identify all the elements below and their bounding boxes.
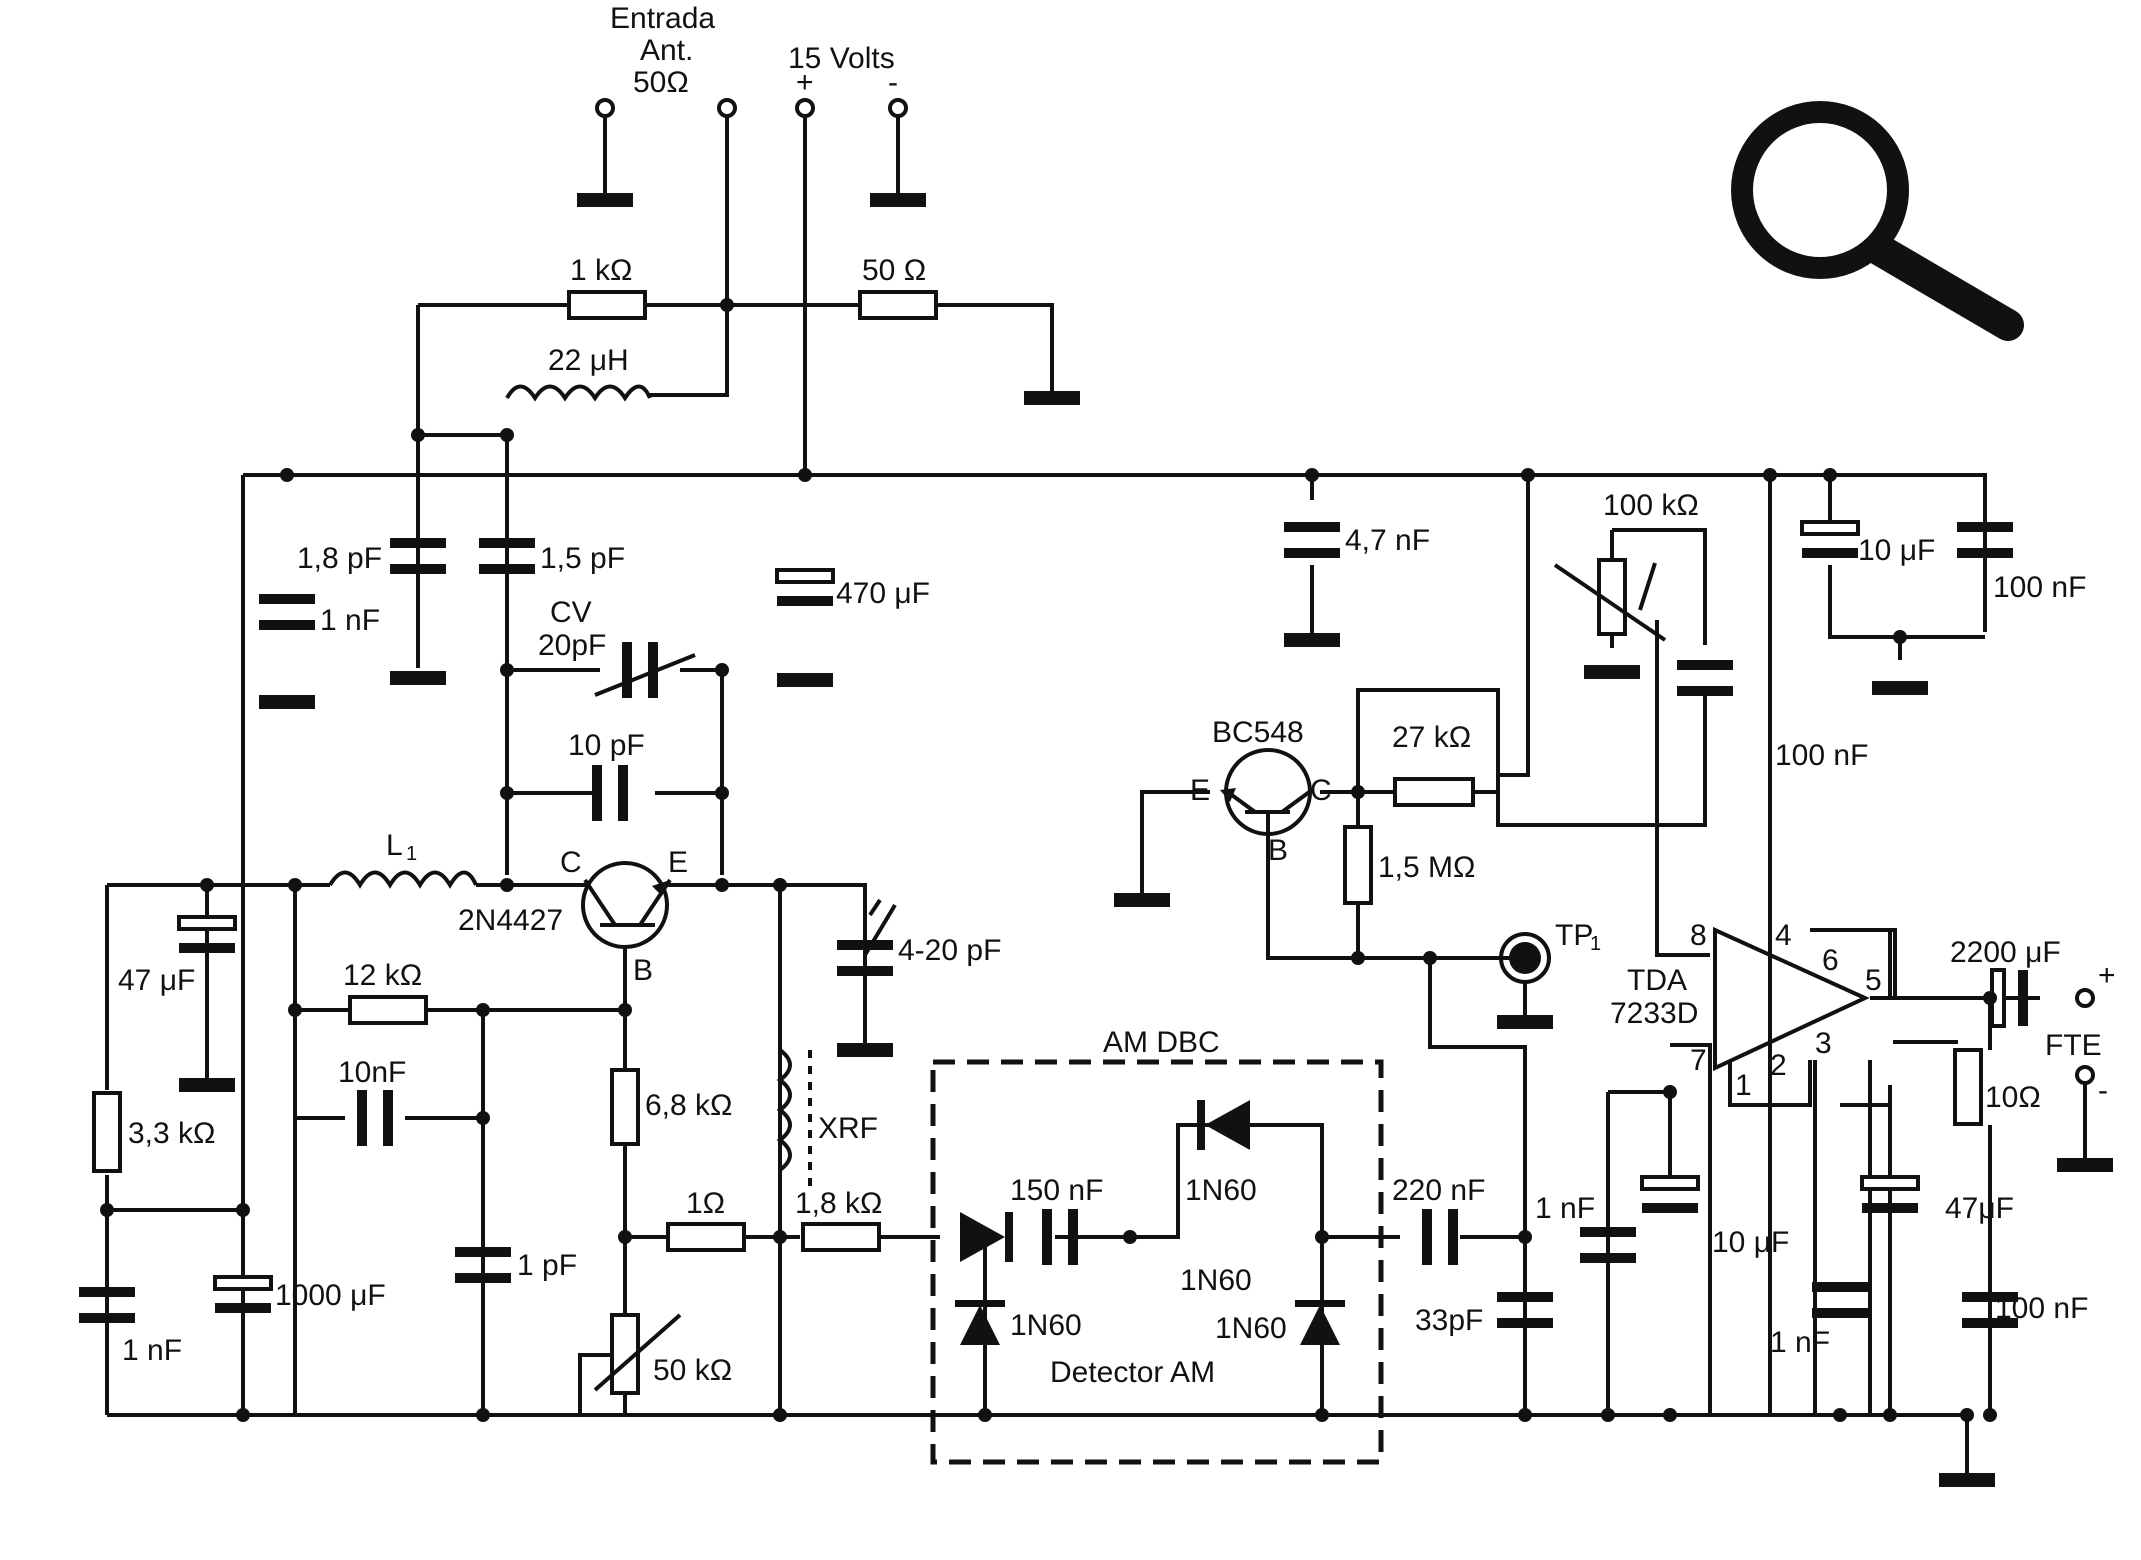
search-button[interactable] (1690, 90, 2030, 350)
label-xrf: XRF (818, 1112, 878, 1145)
label-c15p: 1,5 pF (540, 542, 625, 575)
label-c47u-b: 47μF (1945, 1192, 2014, 1225)
label-pin4: 4 (1775, 919, 1792, 952)
label-c420: 4-20 pF (898, 934, 1001, 967)
label-d2-top: 1N60 (1185, 1174, 1257, 1207)
resistors (92, 290, 1983, 1395)
label-c1n-d: 1 nF (1770, 1326, 1830, 1359)
label-pin2: 2 (1770, 1049, 1787, 1082)
label-c1n-b: 1 nF (122, 1334, 182, 1367)
label-c1000u: 1000 μF (275, 1279, 386, 1312)
junctions (100, 298, 1997, 1422)
label-c10n: 10nF (338, 1056, 406, 1089)
label-c1n-c: 1 nF (1535, 1192, 1595, 1225)
label-detector: Detector AM (1050, 1356, 1215, 1389)
label-d3: 1N60 (1215, 1312, 1287, 1345)
label-q2-b: B (1268, 834, 1288, 867)
label-pin8: 8 (1690, 919, 1707, 952)
label-volts: 15 Volts (788, 42, 895, 75)
label-r33k: 3,3 kΩ (128, 1117, 215, 1150)
grounds (179, 193, 2113, 1487)
terminals (595, 98, 2095, 1085)
label-c1p: 1 pF (517, 1249, 577, 1282)
label-tp-sub: 1 (1590, 933, 1601, 955)
label-tp: TP (1555, 919, 1593, 952)
label-pin7: 7 (1690, 1044, 1707, 1077)
label-c470u: 470 μF (836, 577, 930, 610)
label-out-plus: + (2098, 959, 2116, 992)
transistor-bc548 (1220, 748, 1314, 836)
label-c100n-b: 100 nF (1993, 571, 2086, 604)
label-c47u: 47 μF (118, 964, 195, 997)
label-fte: FTE (2045, 1029, 2102, 1062)
label-cv20: 20pF (538, 629, 606, 662)
label-out-minus: - (2098, 1074, 2108, 1107)
label-d1: 1N60 (1010, 1309, 1082, 1342)
label-r10: 10Ω (1985, 1081, 2041, 1114)
transistor-2n4427 (581, 861, 672, 949)
label-c100n-a: 100 nF (1775, 739, 1868, 772)
tda7233d-amplifier (1713, 926, 1892, 1107)
label-plus: + (796, 66, 814, 99)
capacitors (79, 520, 2030, 1328)
label-q2-c: C (1310, 774, 1332, 807)
xrf-inductor (776, 1048, 792, 1172)
label-l22: 22 μH (548, 344, 629, 377)
label-q1-c: C (560, 846, 582, 879)
label-minus: - (888, 66, 898, 99)
label-c47n: 4,7 nF (1345, 524, 1430, 557)
label-ant: Ant. (640, 34, 693, 67)
label-amdbc: AM DBC (1103, 1026, 1220, 1059)
label-d2-bot: 1N60 (1180, 1264, 1252, 1297)
label-c10u-a: 10 μF (1858, 534, 1935, 567)
label-c18p: 1,8 pF (297, 542, 382, 575)
label-pin3: 3 (1815, 1027, 1832, 1060)
label-q2-e: E (1190, 774, 1210, 807)
label-r1: 1Ω (686, 1187, 725, 1220)
label-r18k: 1,8 kΩ (795, 1187, 882, 1220)
tp1-point (1509, 942, 1541, 974)
label-r27k: 27 kΩ (1392, 721, 1471, 754)
label-q1: 2N4427 (458, 904, 563, 937)
label-c220n: 220 nF (1392, 1174, 1485, 1207)
am-dbc-box (930, 1059, 1384, 1465)
label-l1-sub: 1 (406, 843, 417, 865)
label-bc548: BC548 (1212, 716, 1304, 749)
label-c100n-c: 100 nF (1995, 1292, 2088, 1325)
label-pin1: 1 (1735, 1069, 1752, 1102)
label-c150n: 150 nF (1010, 1174, 1103, 1207)
label-c1n-a: 1 nF (320, 604, 380, 637)
label-l1: L (386, 829, 403, 862)
label-c33p: 33pF (1415, 1304, 1483, 1337)
label-r1k: 1 kΩ (570, 254, 632, 287)
label-q1-b: B (633, 954, 653, 987)
label-c10p: 10 pF (568, 729, 645, 762)
label-r12k: 12 kΩ (343, 959, 422, 992)
label-ant-imp: 50Ω (633, 66, 689, 99)
label-tda-num: 7233D (1610, 997, 1698, 1030)
label-c10u-b: 10 μF (1712, 1226, 1789, 1259)
label-entrada: Entrada (610, 2, 715, 35)
label-r50: 50 Ω (862, 254, 926, 287)
search-icon (1731, 101, 2024, 341)
label-p100k: 100 kΩ (1603, 489, 1699, 522)
label-p50k: 50 kΩ (653, 1354, 732, 1387)
labels: Entrada Ant. 50Ω 15 Volts + - 1 kΩ 50 Ω … (118, 2, 2116, 1389)
label-pin5: 5 (1865, 964, 1882, 997)
label-r68k: 6,8 kΩ (645, 1089, 732, 1122)
label-q1-e: E (668, 846, 688, 879)
label-r15m: 1,5 MΩ (1378, 851, 1475, 884)
label-c2200u: 2200 μF (1950, 936, 2061, 969)
label-cv: CV (550, 596, 592, 629)
label-tda: TDA (1627, 964, 1687, 997)
label-pin6: 6 (1822, 944, 1839, 977)
